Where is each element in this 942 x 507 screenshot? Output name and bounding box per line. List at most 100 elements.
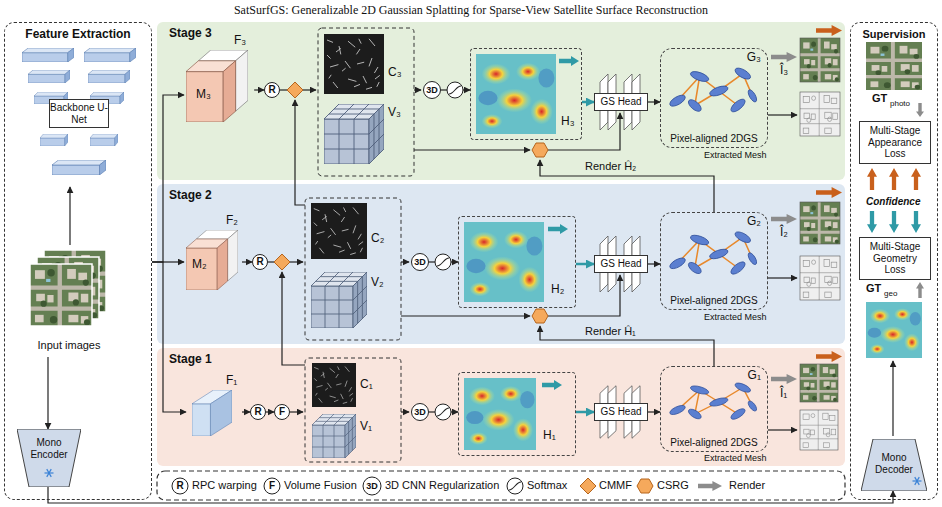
legend-text: CMMF [599,479,632,492]
render-label: Render Ĥ₁ [585,325,636,338]
module-label: Backbone U-Net [49,99,109,128]
module-label: GS Head [595,256,647,272]
module-label: Multi-Stage Geometry Loss [860,238,930,279]
legend-symbol: R [172,480,188,492]
legend-text: Render [729,479,765,492]
rpc-warping-op: R [250,404,266,420]
input-images: Input images [19,245,119,357]
variable-label: Î₂ [780,226,788,240]
trapezoid-shape [17,429,81,487]
gaussian-box: G₃ Pixel-aligned 2DGS [660,48,768,148]
connector [242,411,250,412]
connector [648,263,660,264]
connector [152,261,184,262]
panel-title: Supervision [851,28,937,41]
diagram-title: SatSurfGS: Generalizable 2D Gaussian Spl… [0,3,942,18]
feature-volume: F₃M₃ [184,34,254,126]
height-map-box: H₂ [458,216,576,308]
variable-label: H₂ [551,283,564,297]
cnn-regularization-op: 3D [411,403,429,421]
variable-label: C₂ [371,232,384,246]
variable-label: C₃ [388,66,402,80]
variable-label: F₁ [226,374,237,388]
connector [152,262,186,412]
legend-text: Softmax [527,479,567,492]
subscript: photo [890,99,910,108]
backbone-unet: Backbone U-Net [19,45,141,187]
confidence-label: Confidence [866,196,920,208]
op-symbol: R [251,405,265,419]
connector [47,357,48,429]
connector [429,411,458,412]
feature-volume: F₂ M₂ [184,214,242,292]
panel-title: Feature Extraction [5,28,151,42]
op-symbol: F [275,405,289,419]
supervision-panel: SupervisionMulti-Stage Appearance LossMu… [850,22,938,500]
rpc-warping-op: R [252,254,268,270]
cnn-regularization-op: 3D [423,81,441,99]
op-symbol: R [253,255,267,269]
legend-symbol: 3D [363,480,381,492]
output-label: Extracted Mesh [704,453,767,463]
volume-fusion-op: F [274,404,290,420]
output-label: Extracted Mesh [704,312,767,322]
box-caption: Pixel-aligned 2DGS [661,133,767,145]
stage-title: Stage 3 [169,27,212,41]
variable-label: F₂ [226,214,238,228]
legend-text: CSRG [657,479,689,492]
stage-title: Stage 1 [169,353,212,367]
legend-text: Volume Fusion [284,479,357,492]
connector [582,101,594,104]
module-label: GS Head [595,94,647,110]
op-symbol: R [265,83,279,97]
variable-label: G₃ [747,51,761,65]
variable-label: V₁ [360,420,372,434]
ground-truth-label: GT [866,282,881,295]
height-map-box: H₁ [458,372,576,456]
connector [576,411,594,414]
variable-label: M₂ [192,258,207,272]
ground-truth-label: GT [872,92,887,105]
gaussian-box: G₂ Pixel-aligned 2DGS [660,212,768,310]
feature-volume: F₁ [186,374,242,438]
connector [266,411,274,412]
variable-label: H₃ [561,115,575,129]
variable-label: Î₃ [780,64,788,78]
stage-title: Stage 2 [169,189,212,203]
frozen-snowflake-icon [913,477,922,485]
legend-text: RPC warping [192,479,257,492]
module-label: Mono Decoder [871,452,917,475]
op-symbol: 3D [412,254,428,270]
variable-label: V₃ [388,106,401,120]
cnn-regularization-op: 3D [411,253,429,271]
trapezoid-shape [861,439,927,491]
gaussian-box: G₁Pixel-aligned 2DGS [660,366,768,452]
connector [648,411,660,412]
connector [69,187,70,245]
connector [254,89,264,90]
connector [242,261,252,262]
gs-head: GS Head [594,255,648,273]
rpc-warping-op: R [264,82,280,98]
box-caption: Pixel-aligned 2DGS [661,437,767,449]
connector [152,95,184,262]
op-symbol: 3D [424,82,440,98]
legend-text: 3D CNN Regularization [385,479,499,492]
module-label: Multi-Stage Appearance Loss [860,122,930,163]
connector [429,261,458,262]
image-caption: Input images [19,339,119,352]
variable-label: C₁ [360,378,373,392]
variable-label: Î₁ [780,387,787,401]
box-caption: Pixel-aligned 2DGS [661,295,767,307]
variable-label: G₂ [747,215,761,229]
stage-panel: Stage 1 F₁ RF 3D H₁ GS Head G₁Pixel-aligned 2D… [157,348,845,466]
connector [441,89,470,90]
subscript: geo [884,289,897,298]
variable-label: F₃ [234,34,246,48]
variable-label: H₁ [543,429,556,443]
module-label: GS Head [595,404,647,420]
